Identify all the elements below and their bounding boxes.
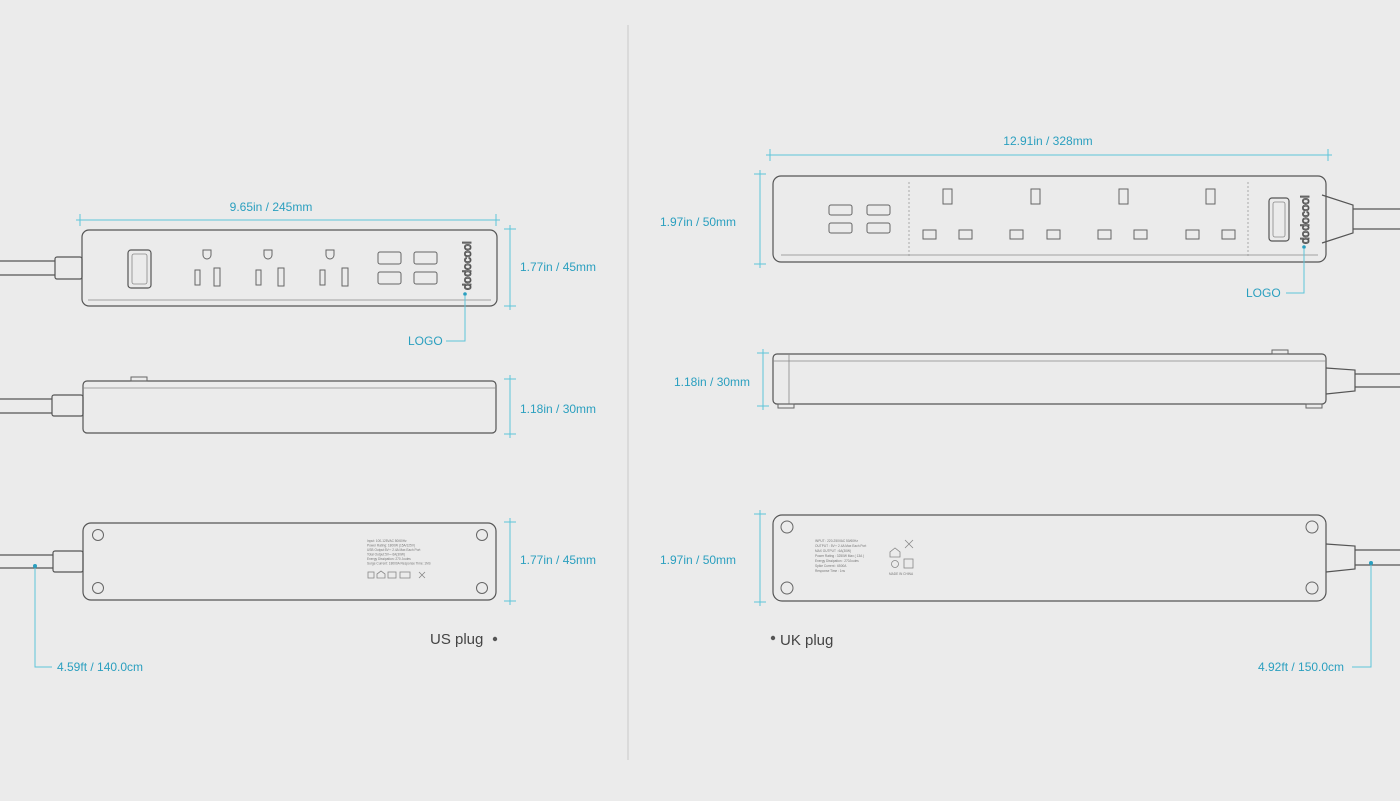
us-outlet	[319, 249, 349, 287]
us-logo-label: LOGO	[408, 334, 443, 348]
uk-side-height-dimension: 1.18in / 30mm	[674, 349, 769, 410]
uk-logo-label: LOGO	[1246, 286, 1281, 300]
svg-text:Power Rating : 3250W Max ( 13A: Power Rating : 3250W Max ( 13A )	[815, 554, 864, 558]
uk-front-height-dimension: 1.97in / 50mm	[660, 170, 766, 268]
uk-width-label: 12.91in / 328mm	[1003, 134, 1092, 148]
us-side-height-dimension: 1.18in / 30mm	[504, 375, 596, 438]
us-caption: US plug	[430, 631, 483, 648]
uk-brand-logo: dodocool	[1298, 195, 1312, 244]
uk-power-switch	[1268, 197, 1290, 242]
uk-caption: UK plug	[780, 632, 833, 649]
svg-text:Total Output:5V⎓ 6A(30W): Total Output:5V⎓ 6A(30W)	[367, 553, 405, 557]
svg-text:USB Output:5V⎓ 2.4A Max Each P: USB Output:5V⎓ 2.4A Max Each Port	[367, 548, 421, 552]
svg-text:Energy Dissipation : 270Joules: Energy Dissipation : 270Joules	[815, 559, 859, 563]
svg-text:Surge Current: 18000A Respons: Surge Current: 18000A Response Time: 1NS	[367, 562, 431, 566]
us-back-height-dimension: 1.77in / 45mm	[504, 518, 596, 605]
usb-port	[828, 222, 853, 234]
us-side-view	[0, 376, 497, 434]
us-power-switch	[127, 249, 152, 289]
us-width-dimension: 9.65in / 245mm	[76, 200, 500, 226]
us-back-height-label: 1.77in / 45mm	[520, 553, 596, 567]
us-outlet	[255, 249, 285, 287]
uk-outlet	[1097, 188, 1148, 240]
us-front-height-label: 1.77in / 45mm	[520, 260, 596, 274]
uk-front-height-label: 1.97in / 50mm	[660, 215, 736, 229]
us-side-height-label: 1.18in / 30mm	[520, 402, 596, 416]
us-spec-label: Input: 100-125VAC 50/60Hz Power Rating: …	[367, 539, 431, 579]
uk-back-height-dimension: 1.97in / 50mm	[660, 510, 766, 606]
usb-port	[866, 204, 891, 216]
uk-cord-length-label: 4.92ft / 150.0cm	[1258, 660, 1344, 674]
svg-text:Energy Dissipation: 270 Joules: Energy Dissipation: 270 Joules	[367, 557, 411, 561]
usb-port	[377, 251, 402, 265]
uk-back-height-label: 1.97in / 50mm	[660, 553, 736, 567]
svg-text:MADE IN CHINA: MADE IN CHINA	[889, 572, 914, 576]
svg-text:INPUT : 220-250VAC 50/60Hz: INPUT : 220-250VAC 50/60Hz	[815, 539, 858, 543]
svg-text:Power Rating: 1800W (15A/125V): Power Rating: 1800W (15A/125V)	[367, 544, 415, 548]
uk-front-view: dodocool	[772, 175, 1400, 263]
uk-width-dimension: 12.91in / 328mm	[766, 134, 1332, 161]
svg-text:Response Time : 1ns: Response Time : 1ns	[815, 569, 845, 573]
us-outlet	[194, 249, 221, 287]
us-brand-logo: dodocool	[460, 241, 474, 290]
us-front-height-dimension: 1.77in / 45mm	[504, 225, 596, 310]
us-width-label: 9.65in / 245mm	[230, 200, 313, 214]
uk-outlet	[922, 188, 973, 240]
svg-text:Spike Current : 6500A: Spike Current : 6500A	[815, 564, 847, 568]
us-back-view: Input: 100-125VAC 50/60Hz Power Rating: …	[0, 522, 497, 601]
uk-back-view: INPUT : 220-250VAC 50/60Hz OUTPUT : 5V⎓ …	[772, 514, 1400, 602]
usb-port	[413, 271, 438, 285]
svg-text:Input: 100-125VAC 50/60Hz: Input: 100-125VAC 50/60Hz	[367, 539, 407, 543]
usb-port	[377, 271, 402, 285]
uk-side-height-label: 1.18in / 30mm	[674, 375, 750, 389]
us-cord-length-label: 4.59ft / 140.0cm	[57, 660, 143, 674]
uk-outlet	[1185, 188, 1236, 240]
svg-text:OUTPUT : 5V⎓ 2.4A Max Each Por: OUTPUT : 5V⎓ 2.4A Max Each Port	[815, 544, 866, 548]
uk-outlet	[1009, 188, 1061, 240]
usb-port	[866, 222, 891, 234]
uk-side-view	[772, 349, 1400, 409]
usb-port	[413, 251, 438, 265]
usb-port	[828, 204, 853, 216]
svg-text:MAX OUTPUT : 6A(30W): MAX OUTPUT : 6A(30W)	[815, 549, 851, 553]
uk-spec-label: INPUT : 220-250VAC 50/60Hz OUTPUT : 5V⎓ …	[815, 539, 914, 576]
us-front-view: dodocool	[0, 229, 498, 307]
